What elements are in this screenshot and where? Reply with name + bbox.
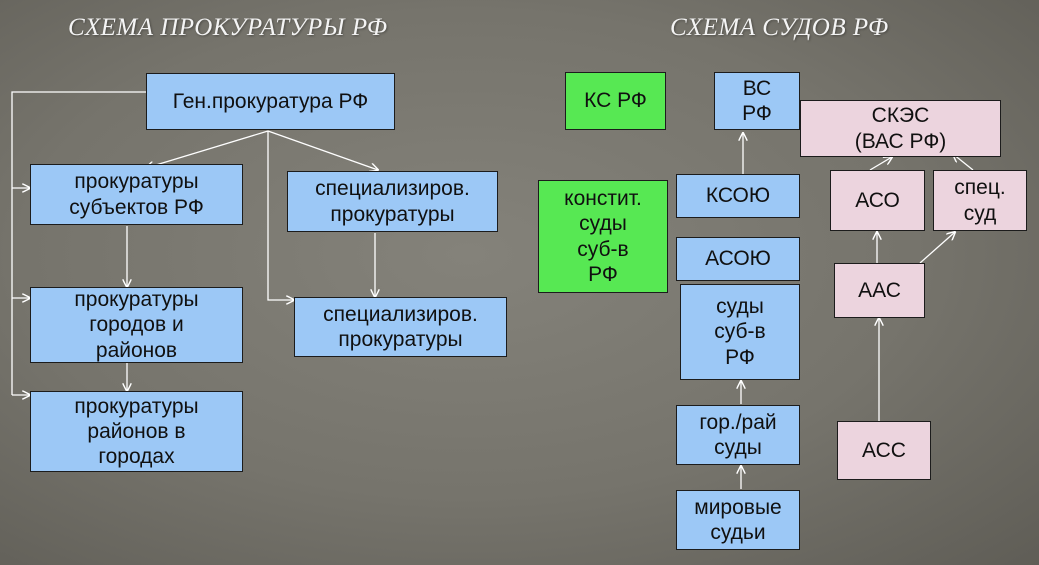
courts-scheme-title: СХЕМА СУДОВ РФ xyxy=(670,14,889,41)
connector-gen-to-subjects xyxy=(146,130,269,168)
aso-box: АСО xyxy=(830,170,925,231)
connector-gen-bracket xyxy=(11,91,146,395)
specialized-prosecutor-offices-box-2: специализиров. прокуратуры xyxy=(294,297,507,357)
ass-box: АСС xyxy=(837,421,931,480)
supreme-court-box: ВС РФ xyxy=(714,72,800,130)
special-court-box: спец. суд xyxy=(933,170,1027,231)
specialized-prosecutor-offices-box-1: специализиров. прокуратуры xyxy=(287,171,498,232)
magistrates-box: мировые судьи xyxy=(676,490,800,550)
city-district-prosecutor-offices-box: прокуратуры городов и районов xyxy=(30,287,243,363)
prosecution-scheme-title: СХЕМА ПРОКУРАТУРЫ РФ xyxy=(68,14,388,41)
subject-prosecutor-offices-box: прокуратуры субъектов РФ xyxy=(30,164,243,225)
connector-aso-to-skes xyxy=(869,157,892,171)
ksoyu-box: КСОЮ xyxy=(676,174,800,218)
connector-gen-to-special-2 xyxy=(267,131,294,300)
constitutional-court-box: КС РФ xyxy=(565,72,666,130)
aas-box: ААС xyxy=(834,263,925,318)
connector-aas-to-spec xyxy=(919,232,955,264)
subject-courts-box: суды суб-в РФ xyxy=(680,284,800,380)
gen-prosecutor-office-box: Ген.прокуратура РФ xyxy=(146,73,395,130)
city-district-courts-box: гор./рай суды xyxy=(676,405,800,465)
connector-gen-to-special-1 xyxy=(267,130,378,170)
subject-constitutional-courts-box: констит. суды суб-в РФ xyxy=(538,180,668,293)
asoyu-box: АСОЮ xyxy=(676,237,800,281)
urban-district-prosecutor-offices-box: прокуратуры районов в городах xyxy=(30,391,243,472)
skes-box: СКЭС (ВАС РФ) xyxy=(800,100,1001,157)
